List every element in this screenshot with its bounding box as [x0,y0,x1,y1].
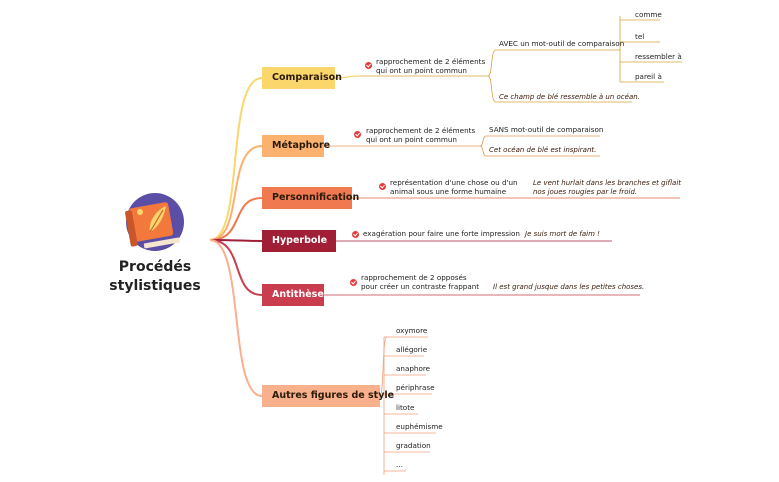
personnification-definition-line2: animal sous une forme humaine [390,187,507,196]
comparaison-definition-line1: rapprochement de 2 éléments [376,57,486,66]
link-personnification [209,197,263,241]
link-autres [209,239,263,397]
comparaison-word-3: ressembler à [635,52,682,61]
comparaison-word-4: pareil à [635,72,662,81]
link-metaphore [209,145,263,241]
figure-item: euphémisme [396,422,443,431]
metaphore-definition-line1: rapprochement de 2 éléments [366,126,476,135]
comparaison-word-1: comme [635,10,662,19]
topic-comparaison[interactable]: Comparaison [262,67,342,89]
antithese-definition-line1: rapprochement de 2 opposés [361,273,467,282]
metaphore-tool: SANS mot-outil de comparaison [489,125,604,134]
topic-antithese[interactable]: Antithèse [262,284,324,306]
central-topic[interactable]: Procédés stylistiques [101,258,209,296]
metaphore-example: Cet océan de blé est inspirant. [489,146,597,154]
hyperbole-definition: exagération pour faire une forte impress… [363,229,520,238]
figure-item: périphrase [396,383,435,392]
link-comparaison [209,77,263,241]
figure-item: oxymore [396,326,428,335]
central-title-line1: Procédés [118,259,192,275]
topic-personnification[interactable]: Personnification [262,187,359,209]
metaphore-definition-line2: qui ont un point commun [366,135,457,144]
comparaison-word-2: tel [635,32,645,41]
antithese-definition-line2: pour créer un contraste frappant [361,282,480,291]
link-antithese [209,239,263,296]
figure-item: ... [396,460,403,469]
personnification-example-line1: Le vent hurlait dans les branches et gif… [533,179,682,187]
topic-autres[interactable]: Autres figures de style [262,385,394,407]
comparaison-example: Ce champ de blé ressemble à un océan. [499,93,640,101]
check-icon [350,279,357,286]
topic-metaphore[interactable]: Métaphore [262,135,330,157]
personnification-example-line2: nos joues rougies par le froid. [533,188,638,196]
personnification-definition-line1: représentation d'une chose ou d'un [390,178,518,187]
check-icon [354,131,361,138]
comparaison-tool: AVEC un mot-outil de comparaison [499,39,625,48]
figure-item: litote [396,403,415,412]
topic-hyperbole[interactable]: Hyperbole [262,230,336,252]
comparaison-definition-line2: qui ont un point commun [376,66,467,75]
central-title-line2: stylistiques [109,278,201,294]
book-icon [125,193,184,251]
figure-item: anaphore [396,364,431,373]
antithese-example: Il est grand jusque dans les petites cho… [493,283,645,291]
hyperbole-example: Je suis mort de faim ! [525,230,600,238]
check-icon [365,62,372,69]
figure-item: allégorie [396,345,428,354]
figure-item: gradation [396,441,431,450]
check-icon [379,183,386,190]
check-icon [352,231,359,238]
